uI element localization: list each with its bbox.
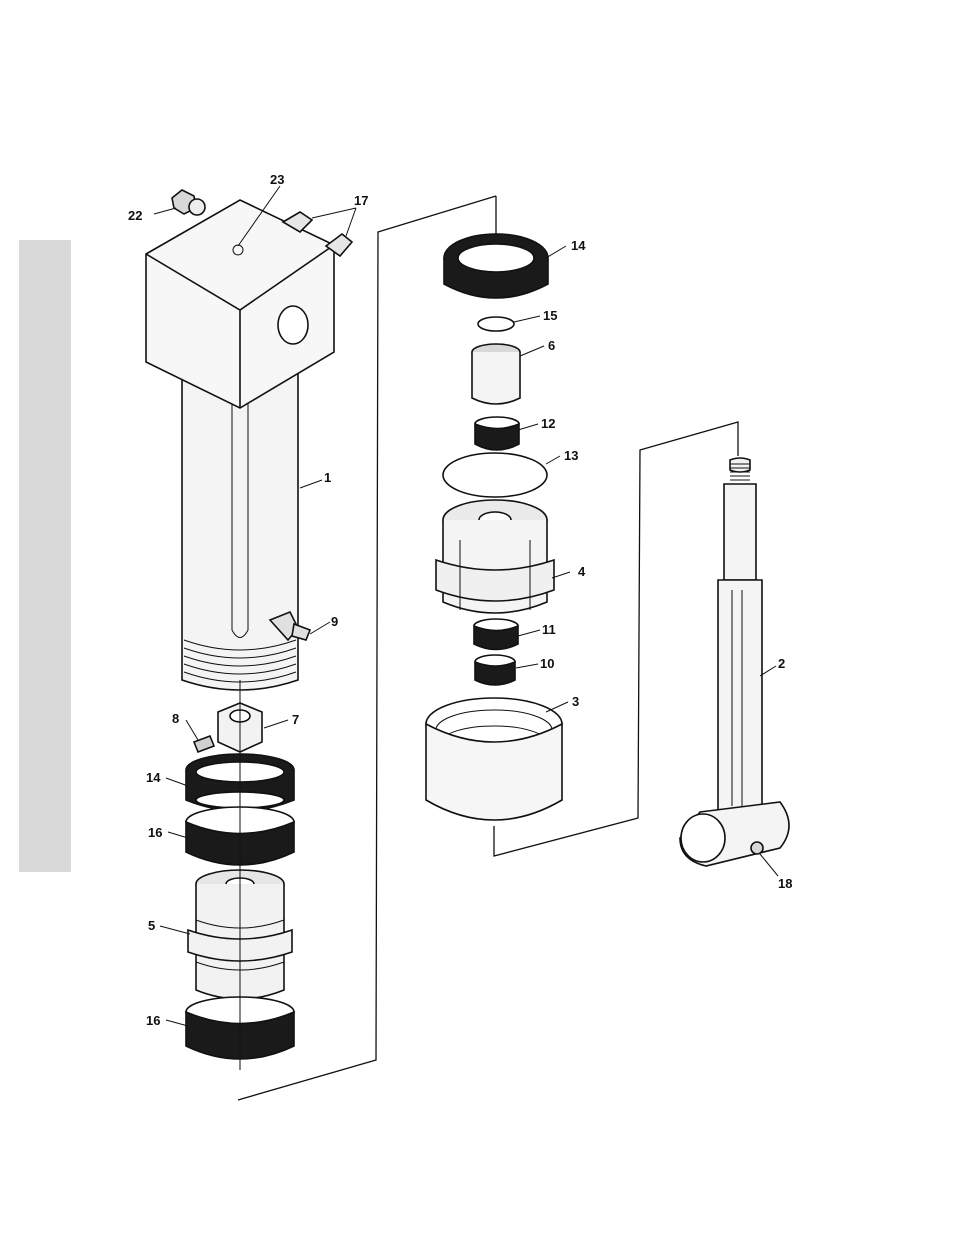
label-23: 23	[270, 172, 284, 187]
label-1: 1	[324, 470, 331, 485]
o-ring-13	[443, 453, 547, 497]
seal-10	[475, 655, 515, 685]
label-2: 2	[778, 656, 785, 671]
rod-2	[680, 458, 789, 866]
label-11: 11	[542, 622, 556, 637]
label-5: 5	[148, 918, 155, 933]
label-14-top: 14	[571, 238, 586, 253]
seal-12	[475, 417, 519, 450]
label-15: 15	[543, 308, 557, 323]
label-8: 8	[172, 711, 179, 726]
label-3: 3	[572, 694, 579, 709]
cylinder-body	[146, 190, 352, 690]
cap-3	[426, 698, 562, 820]
label-6: 6	[548, 338, 555, 353]
label-17: 17	[354, 193, 368, 208]
o-ring-15	[478, 317, 514, 331]
label-7: 7	[292, 712, 299, 727]
label-4: 4	[578, 564, 586, 579]
label-16-upper: 16	[148, 825, 162, 840]
gland-ring-14-top	[444, 234, 548, 298]
label-12: 12	[541, 416, 555, 431]
label-13: 13	[564, 448, 578, 463]
seal-11	[474, 619, 518, 650]
label-16-lower: 16	[146, 1013, 160, 1028]
gland-4	[436, 500, 554, 613]
label-18: 18	[778, 876, 792, 891]
label-9: 9	[331, 614, 338, 629]
label-14-left: 14	[146, 770, 161, 785]
label-22: 22	[128, 208, 142, 223]
label-10: 10	[540, 656, 554, 671]
bushing-6	[472, 344, 520, 404]
nut-7	[194, 703, 262, 752]
